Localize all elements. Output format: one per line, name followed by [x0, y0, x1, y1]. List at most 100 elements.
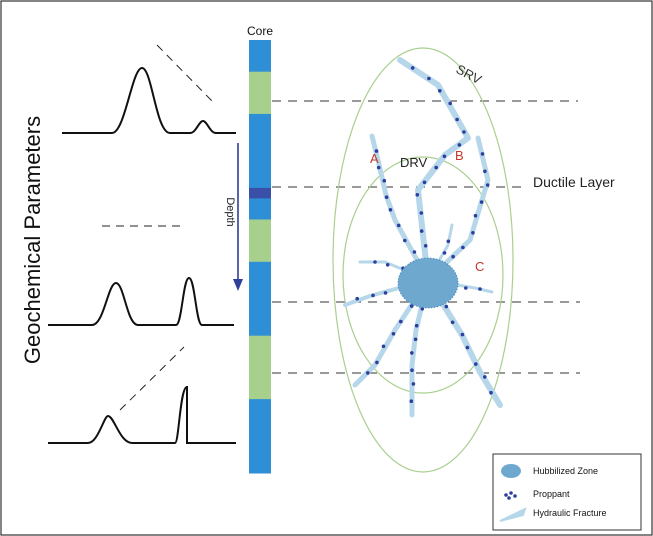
proppant-dot [471, 231, 475, 235]
proppant-dot [423, 244, 428, 248]
proppant-dot [409, 304, 414, 308]
proppant-dot [371, 293, 375, 298]
label-c: C [475, 259, 484, 274]
proppant-dot [409, 399, 414, 404]
proppant-dot [410, 351, 414, 355]
geochem-dashes [102, 44, 215, 411]
proppant-dot [422, 180, 427, 185]
fracture-upper-right [425, 135, 491, 283]
core-segment-blue [249, 113, 271, 189]
proppant-dot [376, 165, 381, 170]
proppant-dot [461, 245, 465, 250]
proppant-dot [410, 368, 414, 373]
core-label: Core [247, 24, 273, 38]
legend-proppant-dot [509, 491, 513, 495]
core-segment-green [249, 335, 271, 400]
proppant-dot [434, 165, 439, 170]
legend-fracture-swatch [499, 507, 527, 522]
proppant-dot [373, 260, 377, 264]
proppant-dot [381, 344, 386, 349]
label-b: B [455, 148, 464, 163]
proppant-dot [442, 251, 447, 255]
hubbilized-zone-body [398, 258, 458, 308]
proppant-dot [366, 371, 370, 375]
proppant-dot [460, 332, 465, 337]
proppant-dot [457, 143, 462, 147]
srv-ellipse [332, 47, 514, 473]
proppant-dot [375, 360, 379, 365]
proppant-dot [413, 337, 418, 342]
legend-proppant-label: Proppant [533, 489, 570, 499]
legend-hubbilized-label: Hubbilized Zone [533, 466, 598, 476]
core-segment-green [249, 219, 271, 263]
proppant-dot [442, 154, 447, 159]
proppant-dot [415, 193, 420, 197]
depth-arrow [233, 143, 243, 291]
proppant-dot [444, 304, 449, 309]
proppant-dot [396, 223, 401, 228]
proppant-dot [410, 66, 415, 70]
proppant-dot [438, 89, 442, 93]
legend-fracture-label: Hydraulic Fracture [533, 508, 607, 518]
proppant-dot [384, 195, 389, 199]
proppant-dot [450, 320, 455, 325]
legend: Hubbilized Zone Proppant Hydraulic Fract… [492, 453, 642, 531]
legend-proppant-dot [504, 493, 508, 497]
proppant-dot [489, 390, 493, 395]
dash-top [156, 44, 215, 104]
legend-proppant-dot [513, 494, 517, 498]
depth-arrow-head [233, 279, 243, 291]
proppant-dot [419, 211, 424, 215]
curve-middle [48, 276, 234, 326]
proppant-dot [383, 291, 388, 295]
proppant-dot [427, 76, 431, 81]
proppant-dot [399, 319, 403, 324]
core-segment-blue [249, 399, 271, 474]
hubbilized-zone-texture [397, 257, 459, 309]
proppant-dot [451, 254, 455, 259]
proppant-dot [465, 345, 470, 350]
proppant-dot [388, 208, 393, 212]
core-segment-blue [249, 261, 271, 337]
proppant-dot [374, 149, 379, 153]
ductile-layer-label: Ductile Layer [533, 174, 615, 190]
depth-label: Depth [224, 197, 236, 226]
curve-top [62, 66, 236, 134]
proppant-dot [478, 287, 482, 291]
core-column [249, 40, 271, 474]
proppant-dot [479, 200, 484, 204]
proppant-dot [483, 375, 487, 379]
proppant-dot [385, 263, 390, 267]
fracture-b [397, 57, 471, 283]
proppant-dot [483, 169, 487, 174]
geochemical-curves [48, 66, 236, 444]
drv-label: DRV [400, 155, 428, 170]
proppant-dot [391, 332, 396, 336]
srv-label: SRV [454, 61, 485, 87]
core-segment-dark [249, 187, 271, 199]
proppant-dot [462, 130, 466, 134]
label-a: A [370, 151, 379, 166]
proppant-dot [464, 286, 468, 290]
proppant-dot [414, 323, 419, 328]
proppant-dot [403, 238, 407, 243]
geochemical-parameters-title: Geochemical Parameters [20, 116, 45, 364]
hubbilized-zone [397, 257, 459, 309]
proppant-dot [474, 362, 478, 366]
proppant-dot [412, 250, 417, 254]
core-segment-blue [249, 198, 271, 220]
proppant-dot [448, 101, 453, 106]
legend-proppant-swatch [504, 491, 517, 500]
drv-ellipse [342, 156, 504, 394]
proppant-dot [480, 152, 485, 156]
proppant-dot [446, 239, 451, 244]
proppant-dot [411, 382, 416, 386]
core-segment-blue [249, 40, 271, 73]
proppant-dot [485, 183, 490, 187]
proppant-dot [455, 117, 459, 122]
core-segment-green [249, 71, 271, 115]
proppant-dot [355, 296, 360, 301]
